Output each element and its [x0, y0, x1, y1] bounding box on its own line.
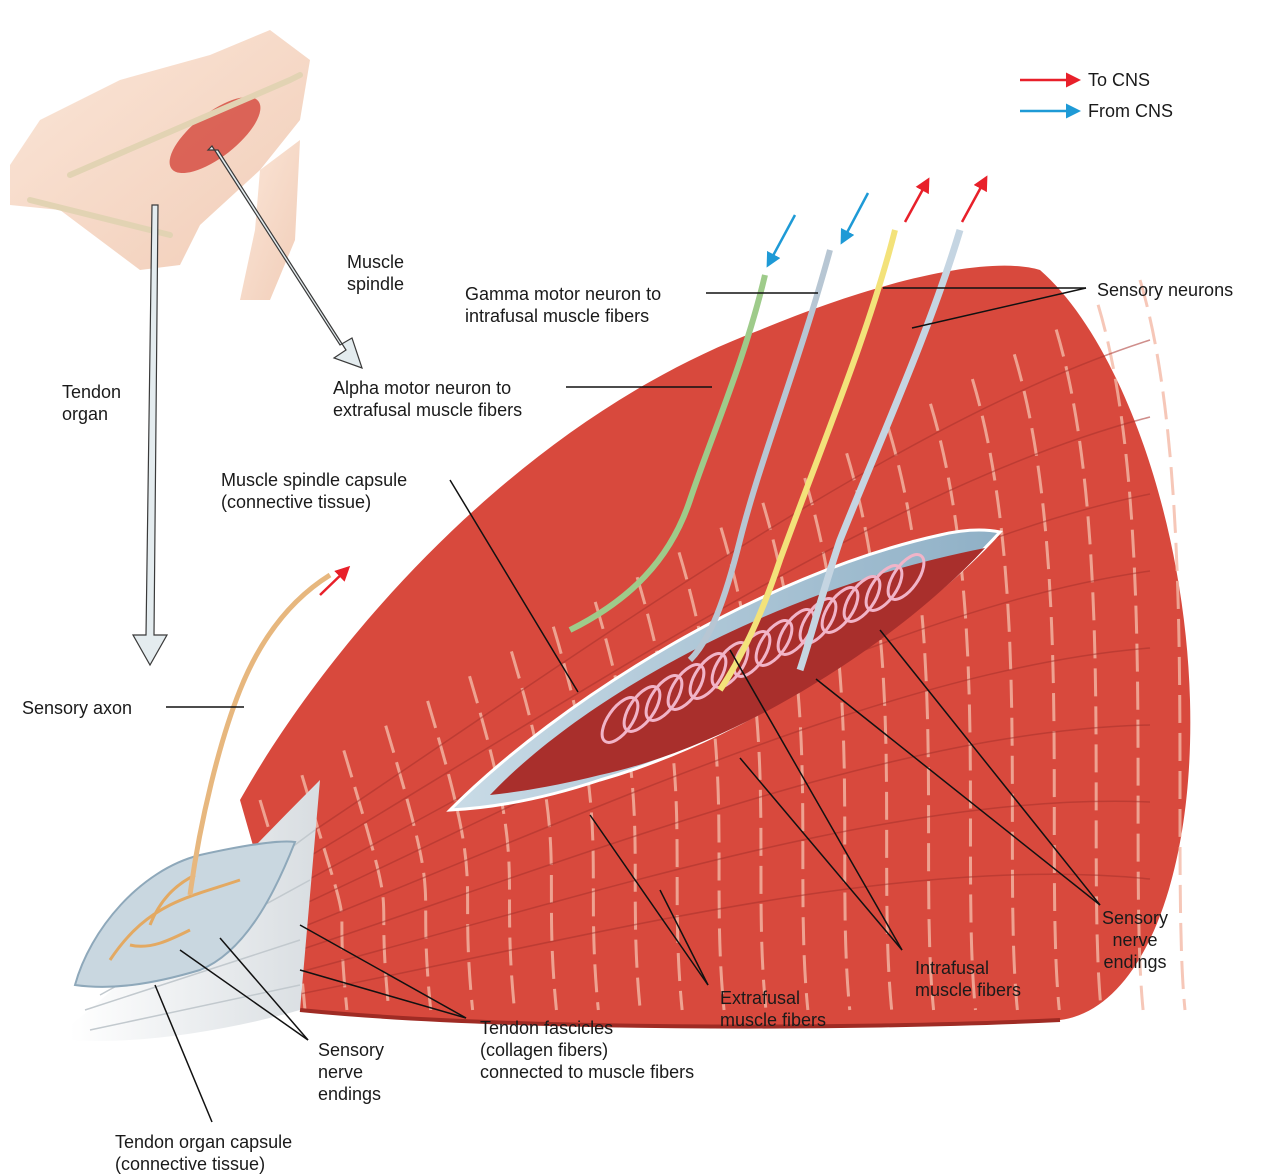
intrafusal-fibers-label: Intrafusal muscle fibers [915, 957, 1021, 1001]
gamma-motor-neuron-label-line-2: intrafusal muscle fibers [465, 305, 661, 327]
tendon-organ-capsule-label-line-2: (connective tissue) [115, 1153, 292, 1175]
sensory-neurons-label: Sensory neurons [1097, 279, 1233, 301]
sensory-nerve-endings-right-label: Sensory nerve endings [1102, 907, 1168, 973]
legend-from-cns-label: From CNS [1088, 100, 1173, 122]
sensory-to-cns-arrow-2 [962, 178, 986, 222]
spindle-capsule-label-line-2: (connective tissue) [221, 491, 407, 513]
alpha-from-cns-arrow [842, 193, 868, 242]
extrafusal-fibers-label-line-1: Extrafusal [720, 987, 826, 1009]
tendon-organ-pointer-arrow [133, 205, 167, 665]
spindle-capsule-label-line-1: Muscle spindle capsule [221, 469, 407, 491]
tendon-organ-label-line-1: Tendon [62, 381, 121, 403]
tendon-fascicles-label: Tendon fascicles (collagen fibers) conne… [480, 1017, 694, 1083]
muscle-spindle-label-line-2: spindle [347, 273, 404, 295]
sensory-nerve-endings-right-line-2: nerve [1102, 929, 1168, 951]
arm-inset [10, 30, 310, 300]
tendon-organ-capsule-label-line-1: Tendon organ capsule [115, 1131, 292, 1153]
tendon-organ-label-line-2: organ [62, 403, 121, 425]
spindle-capsule-label: Muscle spindle capsule (connective tissu… [221, 469, 407, 513]
sensory-nerve-endings-left-line-2: nerve [318, 1061, 384, 1083]
sensory-axon-label: Sensory axon [22, 697, 132, 719]
legend-to-cns-label: To CNS [1088, 69, 1150, 91]
gamma-motor-neuron-label: Gamma motor neuron to intrafusal muscle … [465, 283, 661, 327]
extrafusal-fibers-label: Extrafusal muscle fibers [720, 987, 826, 1031]
tendon-fascicles-label-line-3: connected to muscle fibers [480, 1061, 694, 1083]
intrafusal-fibers-label-line-2: muscle fibers [915, 979, 1021, 1001]
tendon-organ-capsule-label: Tendon organ capsule (connective tissue) [115, 1131, 292, 1175]
alpha-motor-neuron-label: Alpha motor neuron to extrafusal muscle … [333, 377, 522, 421]
sensory-nerve-endings-right-line-3: endings [1102, 951, 1168, 973]
tendon-organ-label: Tendon organ [62, 381, 121, 425]
intrafusal-fibers-label-line-1: Intrafusal [915, 957, 1021, 979]
sensory-nerve-endings-left-line-3: endings [318, 1083, 384, 1105]
tendon-fascicles-label-line-1: Tendon fascicles [480, 1017, 694, 1039]
sensory-to-cns-arrow-1 [905, 180, 928, 222]
muscle-spindle-label-line-1: Muscle [347, 251, 404, 273]
extrafusal-fibers-label-line-2: muscle fibers [720, 1009, 826, 1031]
muscle-spindle-label: Muscle spindle [347, 251, 404, 295]
gamma-from-cns-arrow [768, 215, 795, 265]
alpha-motor-neuron-label-line-2: extrafusal muscle fibers [333, 399, 522, 421]
tendon-fascicles-label-line-2: (collagen fibers) [480, 1039, 694, 1061]
alpha-motor-neuron-label-line-1: Alpha motor neuron to [333, 377, 522, 399]
sensory-nerve-endings-left-label: Sensory nerve endings [318, 1039, 384, 1105]
gamma-motor-neuron-label-line-1: Gamma motor neuron to [465, 283, 661, 305]
sensory-nerve-endings-left-line-1: Sensory [318, 1039, 384, 1061]
sensory-nerve-endings-right-line-1: Sensory [1102, 907, 1168, 929]
